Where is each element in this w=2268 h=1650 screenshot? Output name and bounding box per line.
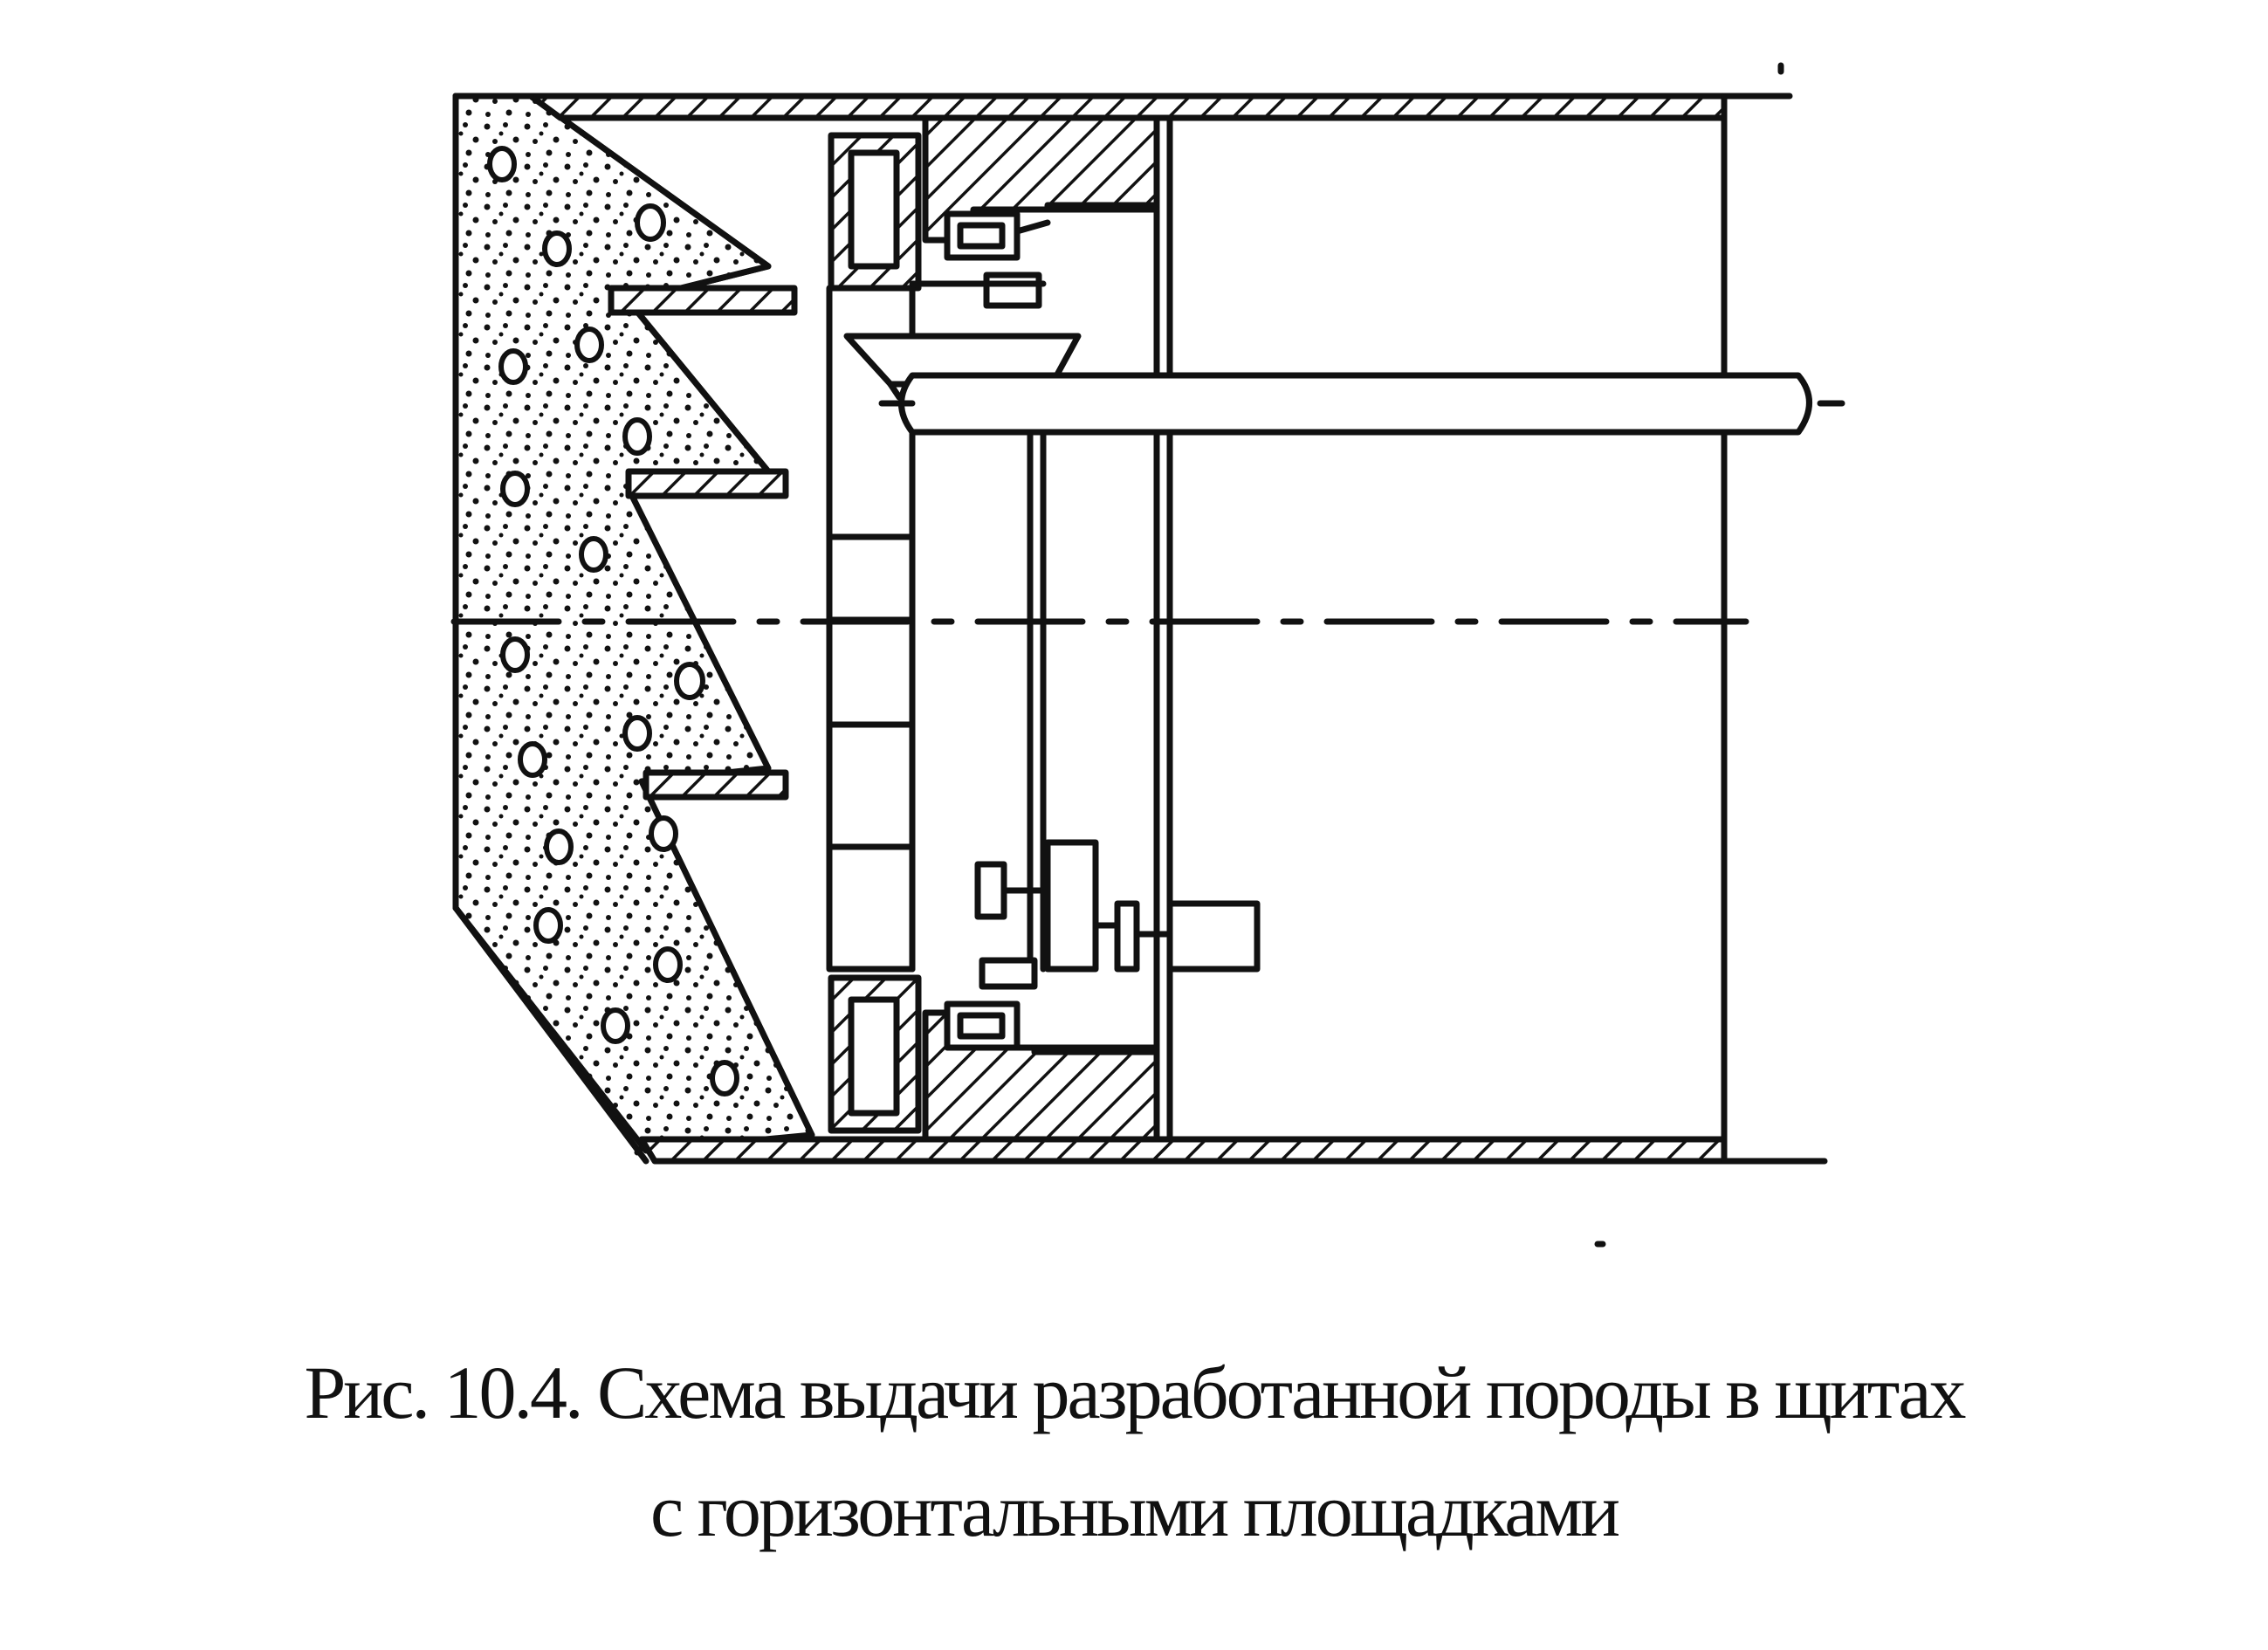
shield-shell-bottom [638,1136,1728,1165]
shield-shell-top [527,93,1728,121]
shield-cutting-edge [452,904,649,1165]
figure-caption-line-2: с горизонтальными площадками [650,1468,1620,1552]
platform-1 [608,285,798,316]
pebbles [487,146,739,1097]
platform-2 [625,468,789,499]
conveyor [898,372,1812,436]
drive-motor [1166,900,1261,973]
drum-frame [826,285,916,973]
platform-3 [643,769,789,801]
gearbox [1044,839,1099,973]
motor-coupling-right [1114,900,1140,973]
motor-coupling-left [974,861,1007,920]
figure-caption-line-1: Рис. 10.4. Схема выдачи разработанной по… [304,1351,1966,1434]
